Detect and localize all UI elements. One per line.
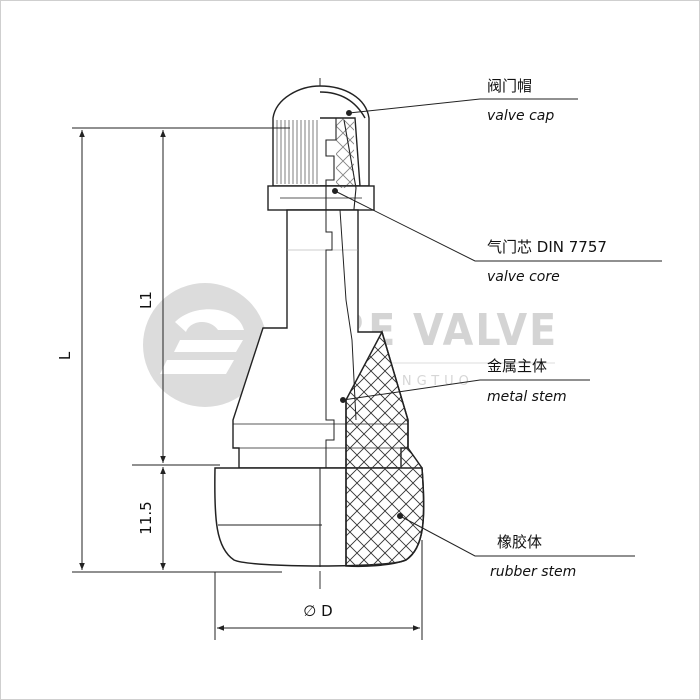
label-rubber-stem-cn: 橡胶体 — [497, 533, 542, 551]
leader-lines — [332, 98, 662, 557]
dim-11-5: 11.5 — [137, 501, 155, 534]
label-rubber-stem-en: rubber stem — [490, 564, 576, 580]
dim-L: L — [56, 351, 74, 360]
rubber-stem — [214, 330, 425, 568]
label-metal-stem-en: metal stem — [487, 389, 567, 405]
label-valve-cap-en: valve cap — [487, 108, 554, 124]
dim-D: ∅ D — [303, 602, 332, 620]
dim-L1: L1 — [137, 291, 155, 309]
valve-cap — [267, 85, 375, 211]
label-valve-core-en: valve core — [487, 269, 560, 285]
label-valve-core-cn: 气门芯 DIN 7757 — [487, 238, 607, 256]
label-valve-cap-cn: 阀门帽 — [487, 77, 532, 95]
label-metal-stem-cn: 金属主体 — [487, 357, 547, 375]
dimension-lines — [72, 127, 423, 640]
